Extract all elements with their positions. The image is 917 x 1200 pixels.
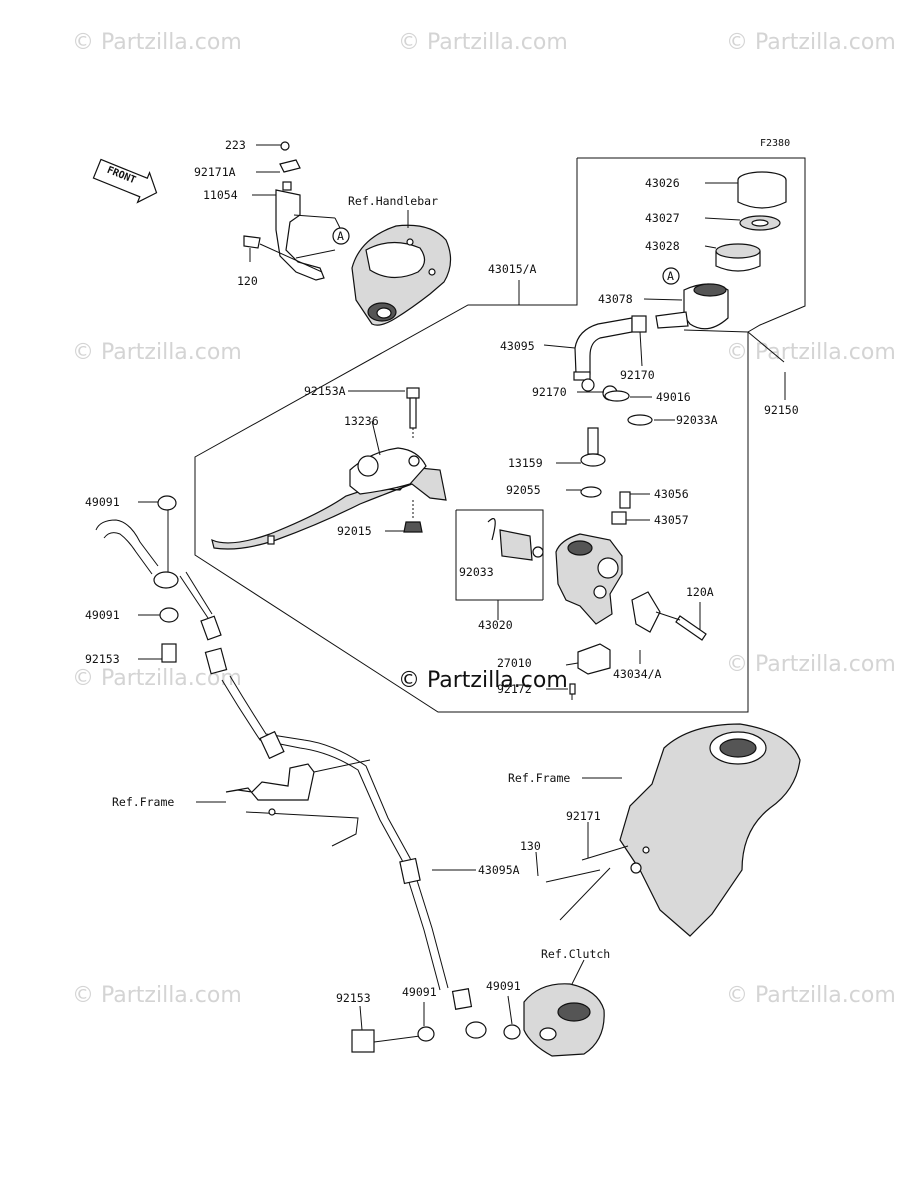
part-label: 43056 (654, 487, 689, 501)
ref-label: Ref.Frame (508, 771, 571, 785)
front-arrow-icon (92, 158, 158, 204)
watermark: © Partzilla.com (726, 983, 896, 1008)
part-label: 43095A (478, 863, 520, 877)
master-cylinder-body (555, 533, 623, 625)
bleeder (611, 491, 631, 525)
reservoir-hose (573, 315, 647, 401)
part-label: 92150 (764, 403, 799, 417)
clutch-lever (211, 447, 447, 550)
handlebar-bracket (243, 141, 350, 281)
part-label: 92171A (194, 165, 236, 179)
reservoir (655, 171, 787, 363)
part-label: 49091 (402, 985, 437, 999)
watermark: © Partzilla.com (726, 652, 896, 677)
callout-a: A (667, 269, 674, 283)
part-label: 43026 (645, 176, 680, 190)
ref-label: Ref.Frame (112, 795, 175, 809)
part-label: 92015 (337, 524, 372, 538)
part-label: 43027 (645, 211, 680, 225)
part-label: 11054 (203, 188, 238, 202)
part-label: 49016 (656, 390, 691, 404)
part-label: 223 (225, 138, 246, 152)
part-label: 43095 (500, 339, 535, 353)
clutch-switch (569, 643, 611, 700)
clutch-hose (95, 519, 487, 1039)
part-label: 13159 (508, 456, 543, 470)
group-outline (194, 157, 806, 713)
watermark: © Partzilla.com (398, 30, 568, 55)
part-label: 92033 (459, 565, 494, 579)
part-label: 92171 (566, 809, 601, 823)
right-frame-head (545, 723, 801, 937)
part-label: 43028 (645, 239, 680, 253)
part-label: 92055 (506, 483, 541, 497)
part-label: 92170 (620, 368, 655, 382)
callout-a: A (337, 229, 344, 243)
ref-label: Ref.Clutch (541, 947, 611, 961)
watermark: © Partzilla.com (726, 340, 896, 365)
lever-holder (631, 591, 707, 641)
ref-label: Ref.Handlebar (348, 194, 439, 208)
master-cylinder-washers (604, 390, 653, 426)
part-label: 120A (686, 585, 714, 599)
part-label: 43078 (598, 292, 633, 306)
part-label: 120 (237, 274, 258, 288)
slave-cylinder (523, 983, 605, 1057)
diagram-code: F2380 (760, 138, 791, 149)
watermark: © Partzilla.com (72, 30, 242, 55)
lower-banjo (351, 1024, 521, 1053)
left-frame-bracket (225, 759, 371, 847)
part-label: 27010 (497, 656, 532, 670)
part-label: 49091 (486, 979, 521, 993)
part-label: 43034/A (613, 667, 662, 681)
handlebar-switch-housing (351, 224, 452, 326)
part-label: 92153A (304, 384, 346, 398)
part-label: 92033A (676, 413, 718, 427)
part-label: 92153 (336, 991, 371, 1005)
leader-lines (138, 144, 786, 1031)
watermark: © Partzilla.com (726, 30, 896, 55)
upper-banjo (153, 495, 179, 663)
watermark: © Partzilla.com (72, 983, 242, 1008)
part-label: 49091 (85, 608, 120, 622)
piston-assembly (455, 509, 544, 620)
part-label: 43057 (654, 513, 689, 527)
part-label: 43015/A (488, 262, 537, 276)
part-label: 92170 (532, 385, 567, 399)
watermark: © Partzilla.com (72, 340, 242, 365)
part-label: 49091 (85, 495, 120, 509)
part-label: 43020 (478, 618, 513, 632)
part-label: 92153 (85, 652, 120, 666)
part-label: 130 (520, 839, 541, 853)
part-label: 13236 (344, 414, 379, 428)
pivot-bolt (403, 387, 423, 533)
part-label: 92172 (497, 682, 532, 696)
push-rod (580, 427, 606, 498)
center-watermark: © Partzilla.com (398, 668, 568, 693)
